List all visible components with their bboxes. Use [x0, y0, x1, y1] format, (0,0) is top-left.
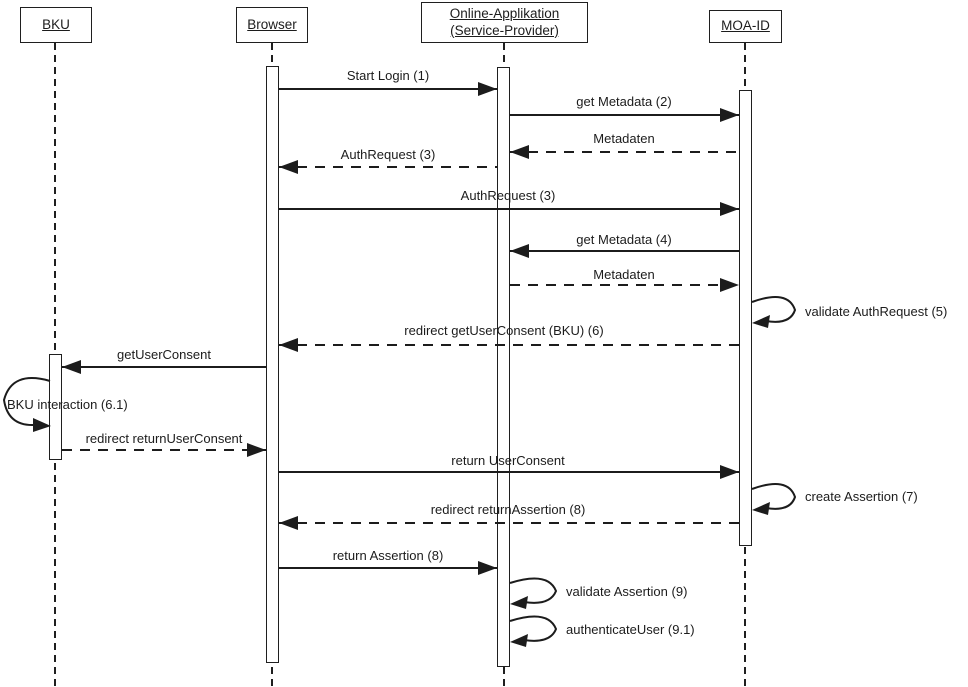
- message-line-redirect-returnuserconsent: [62, 449, 266, 451]
- message-line-get-metadata-4: [510, 250, 739, 252]
- activation-browser: [266, 66, 279, 663]
- actor-bku: BKU: [20, 7, 92, 43]
- activation-online-applikation: [497, 67, 510, 667]
- message-label-redirect-returnassertion: redirect returnAssertion (8): [430, 502, 586, 517]
- arrowhead-right-icon: [478, 82, 497, 96]
- message-label-return-userconsent: return UserConsent: [451, 453, 565, 468]
- actor-browser-label: Browser: [247, 16, 297, 32]
- arrowhead-right-icon: [720, 278, 739, 292]
- message-label-create-assertion: create Assertion (7): [805, 489, 918, 504]
- message-label-get-metadata-2: get Metadata (2): [576, 94, 672, 109]
- arrowhead-left-icon: [510, 244, 529, 258]
- actor-moa-id-label: MOA-ID: [721, 18, 770, 34]
- message-label-redirect-getuserconsent: redirect getUserConsent (BKU) (6): [404, 323, 604, 338]
- message-label-return-assertion: return Assertion (8): [332, 548, 444, 563]
- arrowhead-right-icon: [478, 561, 497, 575]
- message-label-authrequest-forward: AuthRequest (3): [460, 188, 556, 203]
- message-line-redirect-returnassertion: [279, 522, 739, 524]
- arrowhead-left-icon: [752, 315, 770, 328]
- self-loop-validate-authrequest: [751, 296, 797, 328]
- activation-bku: [49, 354, 62, 460]
- message-label-start-login: Start Login (1): [346, 68, 430, 83]
- arrowhead-right-icon: [33, 418, 51, 432]
- self-loop-bku-interaction: [2, 377, 51, 432]
- message-line-start-login: [279, 88, 497, 90]
- message-line-getuserconsent: [62, 366, 266, 368]
- message-line-authrequest-forward: [279, 208, 739, 210]
- message-line-get-metadata-2: [510, 114, 739, 116]
- activation-moa-id: [739, 90, 752, 546]
- message-label-authenticateuser: authenticateUser (9.1): [566, 622, 695, 637]
- message-label-get-metadata-4: get Metadata (4): [576, 232, 672, 247]
- self-loop-validate-assertion: [509, 577, 558, 609]
- message-line-return-userconsent: [279, 471, 739, 473]
- arrowhead-left-icon: [279, 160, 298, 174]
- arrowhead-left-icon: [752, 502, 770, 515]
- message-label-bku-interaction: BKU interaction (6.1): [7, 397, 128, 412]
- arrowhead-left-icon: [279, 516, 298, 530]
- self-loop-authenticateuser: [509, 615, 558, 647]
- arrowhead-left-icon: [279, 338, 298, 352]
- message-line-return-assertion: [279, 567, 497, 569]
- actor-bku-label: BKU: [42, 16, 70, 32]
- message-label-validate-assertion: validate Assertion (9): [566, 584, 688, 599]
- arrowhead-left-icon: [510, 596, 528, 609]
- message-label-authrequest-return: AuthRequest (3): [340, 147, 436, 162]
- arrowhead-left-icon: [510, 634, 528, 647]
- message-line-metadaten-2: [510, 284, 739, 286]
- actor-online-applikation-label: Online-Applikation (Service-Provider): [449, 6, 560, 38]
- message-line-authrequest-return: [279, 166, 497, 168]
- message-label-getuserconsent: getUserConsent: [117, 347, 211, 362]
- message-line-redirect-getuserconsent: [279, 344, 739, 346]
- message-label-metadaten-1: Metadaten: [593, 131, 655, 146]
- message-label-metadaten-2: Metadaten: [593, 267, 655, 282]
- arrowhead-right-icon: [720, 202, 739, 216]
- message-label-validate-authrequest: validate AuthRequest (5): [805, 304, 948, 319]
- self-loop-create-assertion: [751, 483, 797, 515]
- message-label-redirect-returnuserconsent: redirect returnUserConsent: [85, 431, 243, 446]
- arrowhead-right-icon: [720, 108, 739, 122]
- message-line-metadaten-1: [510, 151, 739, 153]
- arrowhead-right-icon: [247, 443, 266, 457]
- actor-online-applikation: Online-Applikation (Service-Provider): [421, 2, 588, 43]
- actor-browser: Browser: [236, 7, 308, 43]
- arrowhead-left-icon: [62, 360, 81, 374]
- arrowhead-right-icon: [720, 465, 739, 479]
- actor-moa-id: MOA-ID: [709, 10, 782, 43]
- arrowhead-left-icon: [510, 145, 529, 159]
